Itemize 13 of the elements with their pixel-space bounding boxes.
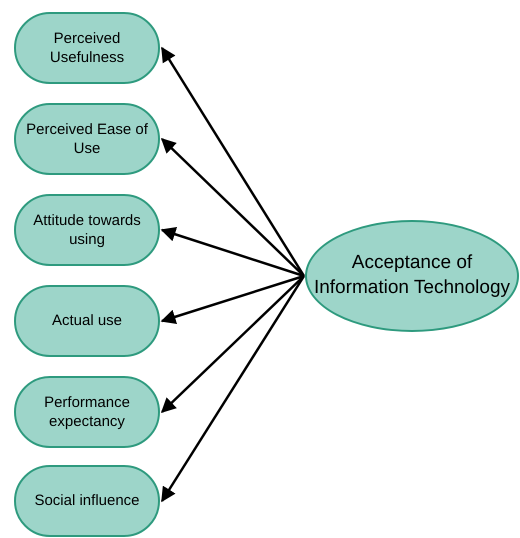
node-label: Perceived Usefulness — [48, 28, 126, 68]
node-label: Acceptance of Information Technology — [312, 251, 512, 300]
arrow — [160, 275, 305, 414]
arrow — [160, 227, 304, 278]
node-label: Social influence — [33, 491, 141, 511]
node-label: Attitude towards using — [32, 210, 142, 250]
arrow — [160, 274, 304, 324]
node-label: Actual use — [50, 311, 124, 331]
node-label: Performance expectancy — [43, 392, 131, 432]
arrow — [160, 46, 306, 277]
arrow — [160, 275, 306, 502]
node-label: Perceived Ease of Use — [25, 120, 149, 158]
arrow — [160, 138, 305, 277]
